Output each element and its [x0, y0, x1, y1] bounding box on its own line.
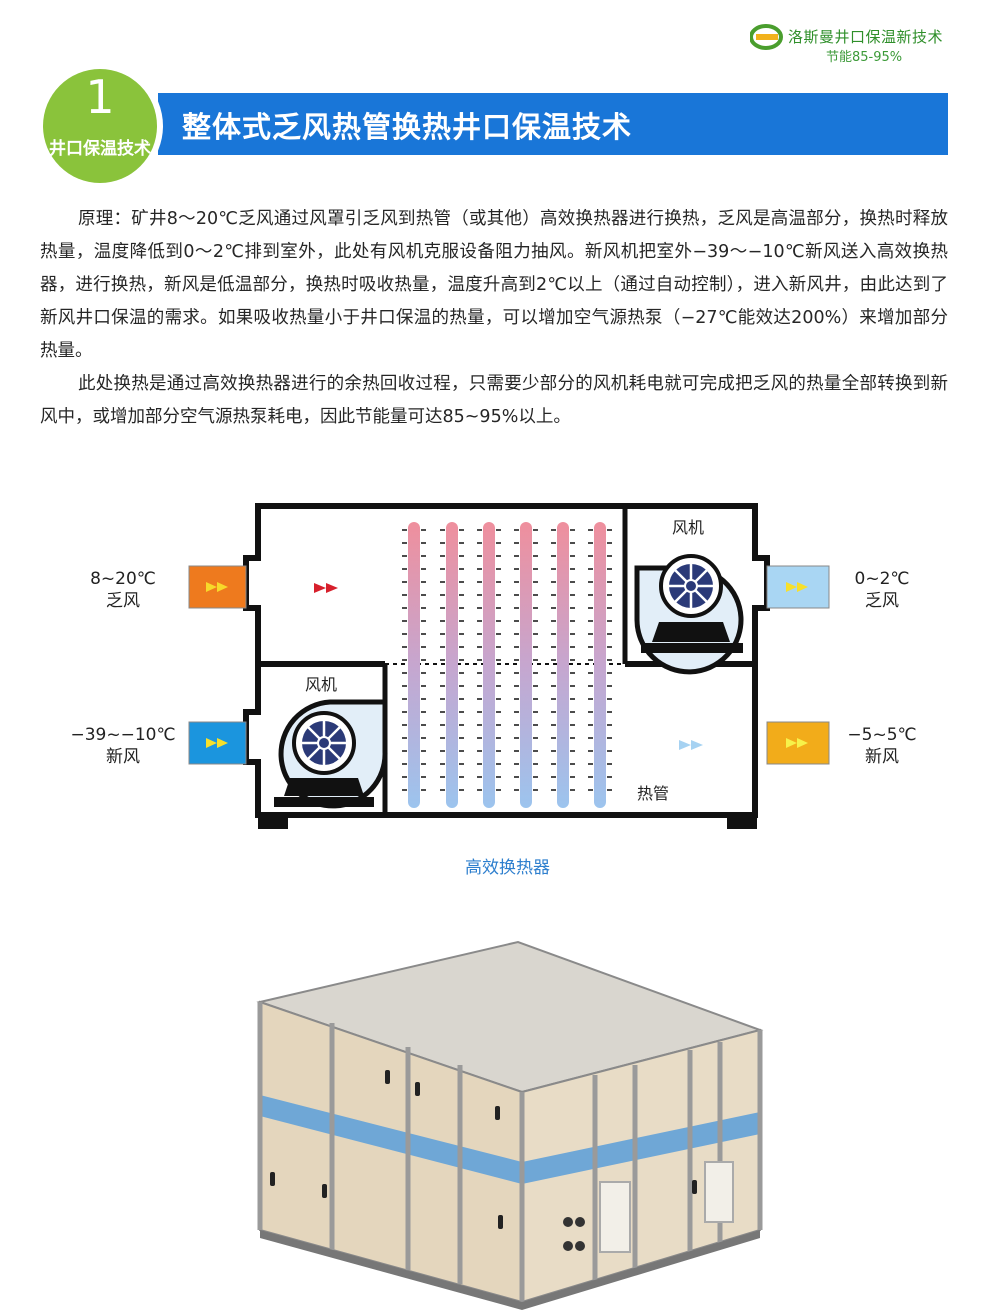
- brand-logo-icon: [749, 24, 784, 50]
- heat-pipe: [520, 522, 532, 808]
- port-fresh-in: [188, 721, 247, 765]
- heat-pipe: [557, 522, 569, 808]
- heat-pipe-label: 热管: [637, 784, 669, 803]
- flow-arrow-hot: [314, 583, 338, 593]
- heat-pipe-fins: [402, 529, 612, 791]
- section-label: 井口保温技术: [49, 139, 151, 159]
- foot-right: [727, 815, 757, 829]
- fan-top-right: [634, 554, 744, 675]
- exhaust-out-name: 乏风: [865, 591, 899, 611]
- port-exhaust-in: [188, 565, 247, 609]
- heat-pipe: [483, 522, 495, 808]
- brand-name: 洛斯曼井口保温新技术: [788, 28, 944, 46]
- diagram-caption: 高效换热器: [465, 858, 550, 878]
- fresh-in-name: 新风: [106, 747, 140, 767]
- energy-saving-paragraph: 此处换热是通过高效换热器进行的余热回收过程，只需要少部分的风机耗电就可完成把乏风…: [40, 374, 948, 427]
- fresh-out-temp: −5~5℃: [847, 725, 916, 745]
- section-banner: [158, 93, 948, 155]
- heat-pipes: [408, 522, 606, 808]
- principle-paragraph: 原理：矿井8～20℃乏风通过风罩引乏风到热管（或其他）高效换热器进行换热，乏风是…: [40, 209, 948, 361]
- port-fresh-out: [766, 721, 830, 765]
- port-exhaust-out: [766, 565, 830, 609]
- heat-pipe: [594, 522, 606, 808]
- fan-label-bottom: 风机: [305, 675, 337, 694]
- exhaust-out-temp: 0~2℃: [855, 569, 910, 589]
- brand-logo: 洛斯曼井口保温新技术 节能85-95%: [749, 22, 990, 68]
- fresh-out-name: 新风: [865, 747, 899, 767]
- fresh-in-temp: −39~−10℃: [70, 725, 175, 745]
- product-photo: [250, 930, 770, 1314]
- section-badge: [43, 69, 157, 183]
- section-number: 1: [85, 70, 115, 124]
- heat-exchanger-diagram: 风机 风机 热管: [0, 490, 1000, 854]
- exhaust-in-name: 乏风: [106, 591, 140, 611]
- fan-bottom-left: [274, 699, 388, 809]
- page-title: 整体式乏风热管换热井口保温技术: [182, 110, 633, 144]
- heat-pipe: [408, 522, 420, 808]
- exhaust-in-temp: 8~20℃: [90, 569, 156, 589]
- foot-left: [258, 815, 288, 829]
- brand-tagline: 节能85-95%: [826, 50, 903, 65]
- flow-arrow-cold: [679, 740, 703, 750]
- heat-pipe: [446, 522, 458, 808]
- fan-label-top: 风机: [672, 518, 704, 537]
